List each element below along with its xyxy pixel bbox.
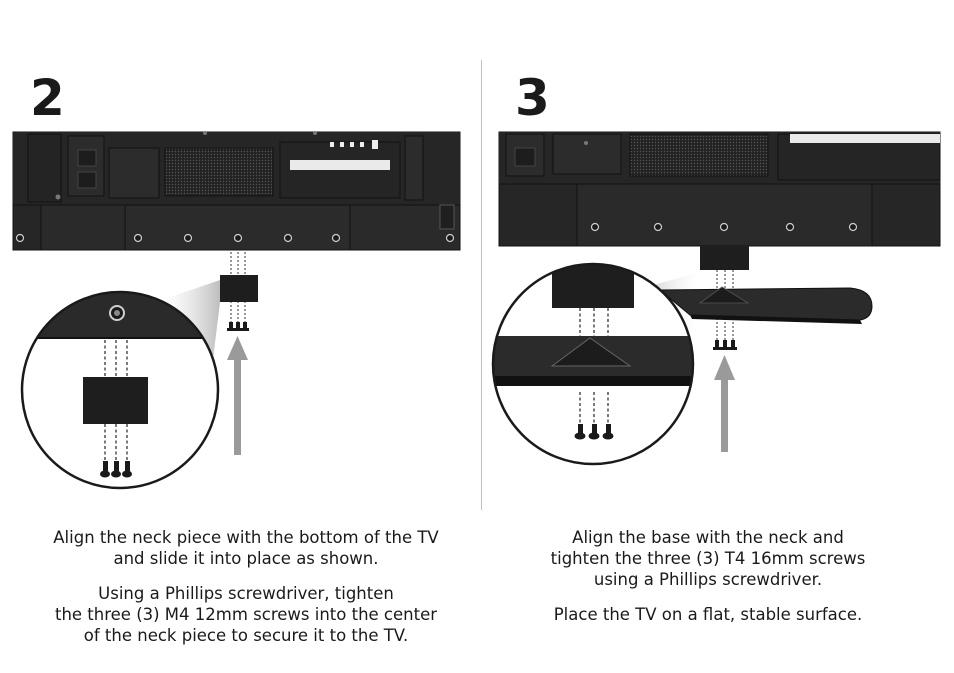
neck-piece bbox=[700, 246, 749, 270]
magnified-detail bbox=[491, 262, 695, 466]
tv-rear-view bbox=[12, 131, 461, 251]
step-3-number: 3 bbox=[515, 69, 550, 127]
step-2-illustration bbox=[12, 131, 461, 490]
arrow-up-icon bbox=[227, 336, 248, 455]
step-2-caption-line-1: Align the neck piece with the bottom of … bbox=[53, 528, 439, 568]
screws-small bbox=[713, 340, 737, 350]
step-2-caption-line-2: Using a Phillips screwdriver, tighten th… bbox=[54, 584, 438, 645]
step-2-caption: Align the neck piece with the bottom of … bbox=[40, 527, 452, 646]
step-3-illustration bbox=[491, 131, 941, 466]
step-2-number: 2 bbox=[30, 69, 65, 127]
arrow-up-icon bbox=[714, 355, 735, 452]
step-3-caption-line-1: Align the base with the neck and tighten… bbox=[550, 528, 866, 589]
step-3-caption: Align the base with the neck and tighten… bbox=[530, 527, 886, 625]
neck-piece bbox=[220, 252, 258, 322]
stand-base bbox=[658, 286, 873, 324]
screws-small bbox=[227, 322, 249, 331]
step-3-caption-line-2: Place the TV on a flat, stable surface. bbox=[553, 605, 863, 624]
panel-divider bbox=[481, 60, 482, 510]
tv-rear-view bbox=[498, 131, 941, 247]
magnified-detail bbox=[20, 290, 220, 490]
